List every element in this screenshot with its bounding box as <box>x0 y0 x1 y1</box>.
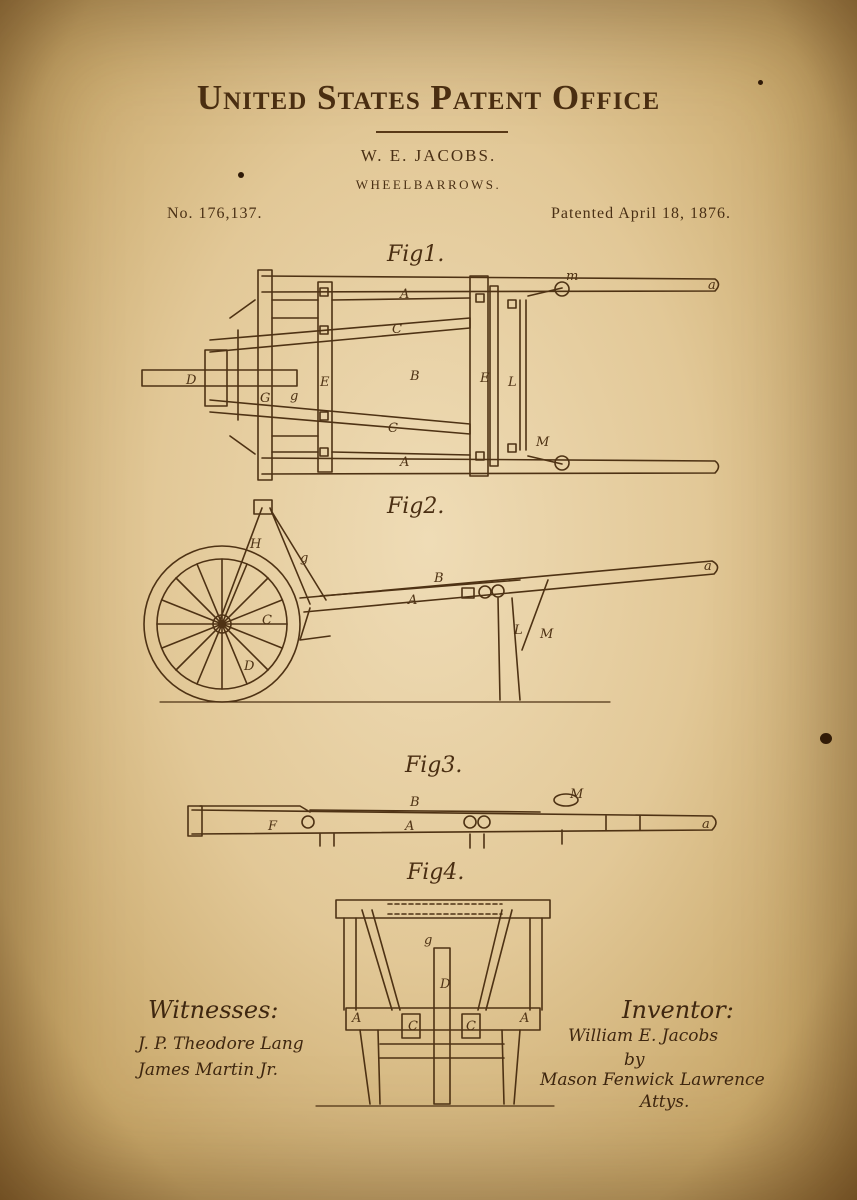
fig2-side-view <box>143 499 719 703</box>
svg-text:C: C <box>392 322 402 337</box>
fig2-label: Fig2. <box>387 494 445 519</box>
svg-text:C: C <box>408 1019 418 1034</box>
fig1-top-view <box>141 269 720 481</box>
svg-text:G: G <box>260 391 270 406</box>
svg-text:C: C <box>388 421 398 436</box>
witnesses-heading: Witnesses: <box>148 996 279 1024</box>
by-text: by <box>624 1050 645 1070</box>
svg-text:A: A <box>351 1011 361 1026</box>
svg-text:g: g <box>290 389 298 404</box>
svg-text:M: M <box>539 627 554 642</box>
svg-text:B: B <box>433 571 444 586</box>
fig3-bottom-view <box>187 793 717 849</box>
document-title: United States Patent Office <box>196 78 661 117</box>
svg-text:A: A <box>399 455 409 470</box>
svg-text:A: A <box>399 287 409 302</box>
svg-text:M: M <box>569 787 584 802</box>
fig4-rear-view <box>315 899 555 1107</box>
patent-subject: WHEELBARROWS. <box>355 177 502 192</box>
svg-text:E: E <box>319 375 330 390</box>
svg-text:D: D <box>185 373 197 388</box>
svg-text:L: L <box>507 375 517 390</box>
svg-text:H: H <box>249 537 262 552</box>
inventor-signature: William E. Jacobs <box>568 1026 719 1046</box>
svg-text:A: A <box>407 593 417 608</box>
attys-text: Attys. <box>640 1092 690 1112</box>
svg-text:D: D <box>243 659 255 674</box>
svg-text:g: g <box>424 933 432 948</box>
witness-signature-1: J. P. Theodore Lang <box>138 1034 304 1054</box>
ink-spot <box>238 172 244 178</box>
svg-text:B: B <box>409 369 420 384</box>
svg-text:A: A <box>519 1011 529 1026</box>
ink-spot <box>758 80 763 85</box>
svg-text:C: C <box>262 613 272 628</box>
svg-text:F: F <box>267 819 278 834</box>
svg-text:C: C <box>466 1019 476 1034</box>
inventor-name: W. E. JACOBS. <box>360 146 497 165</box>
fig4-label: Fig4. <box>407 860 465 885</box>
svg-text:m: m <box>566 269 578 284</box>
fig1-label: Fig1. <box>387 242 445 267</box>
svg-text:E: E <box>479 371 490 386</box>
witness-signature-2: James Martin Jr. <box>138 1060 279 1080</box>
svg-text:M: M <box>535 435 550 450</box>
title-rule <box>376 131 508 133</box>
svg-text:A: A <box>404 819 414 834</box>
patent-date: Patented April 18, 1876. <box>551 205 731 222</box>
svg-text:g: g <box>300 551 308 566</box>
svg-text:D: D <box>439 977 451 992</box>
ink-spot <box>820 733 832 744</box>
svg-text:a: a <box>704 559 712 574</box>
patent-number: No. 176,137. <box>167 205 263 222</box>
attorney-signature: Mason Fenwick Lawrence <box>540 1070 765 1090</box>
svg-text:a: a <box>702 817 710 832</box>
svg-text:L: L <box>513 623 523 638</box>
inventor-heading: Inventor: <box>622 996 734 1024</box>
svg-text:a: a <box>708 278 716 293</box>
fig3-label: Fig3. <box>405 753 463 778</box>
svg-text:B: B <box>409 795 420 810</box>
